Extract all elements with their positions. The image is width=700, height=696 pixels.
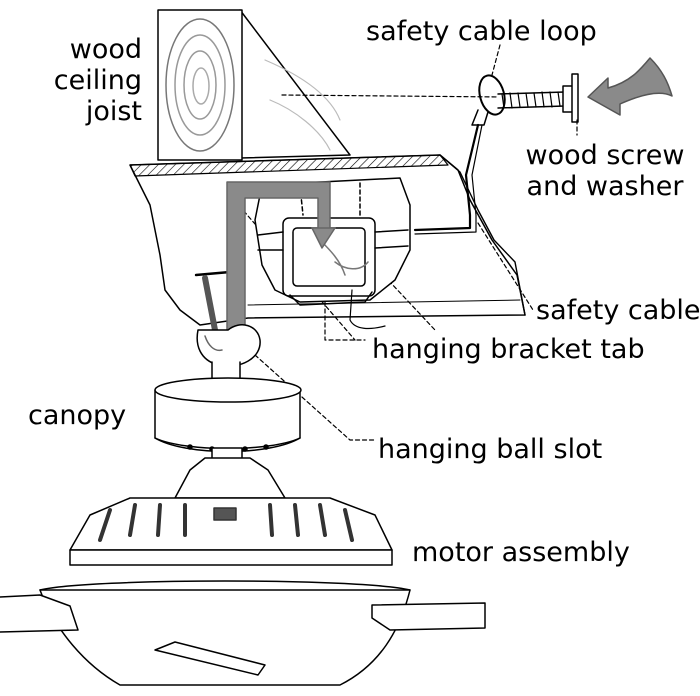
wood-screw-icon (497, 73, 579, 123)
safety-cable (413, 74, 506, 235)
fan-blade-left (0, 594, 79, 633)
screw-label-line-1: wood screw (525, 140, 685, 171)
canopy (154, 377, 302, 453)
insert-arrow-icon (587, 57, 673, 116)
safety-cable-label: safety cable (536, 295, 700, 326)
hanging-bracket (194, 177, 411, 333)
wood-ceiling-joist-label: wood ceiling joist (40, 34, 142, 127)
screw-label-line-2: and washer (526, 171, 684, 202)
motor-hub (174, 447, 286, 499)
joist-label-line-3: joist (85, 96, 142, 127)
joist-label-line-1: wood (69, 34, 142, 65)
wood-screw-and-washer-label: wood screw and washer (520, 140, 690, 202)
canopy-label: canopy (28, 400, 127, 431)
motor-housing (69, 497, 393, 566)
hanging-bracket-tab-label: hanging bracket tab (372, 334, 645, 365)
blade-housing (39, 580, 411, 686)
motor-assembly-label: motor assembly (412, 537, 630, 568)
fan-blade-right (371, 602, 486, 631)
joist-label-line-2: ceiling (53, 65, 142, 96)
hanging-ball-slot-label: hanging ball slot (378, 434, 603, 465)
safety-cable-loop-label: safety cable loop (366, 16, 597, 47)
mounting-arrow-icon (226, 181, 336, 331)
wood-joist-block (157, 9, 351, 161)
hanging-ball (196, 324, 261, 381)
